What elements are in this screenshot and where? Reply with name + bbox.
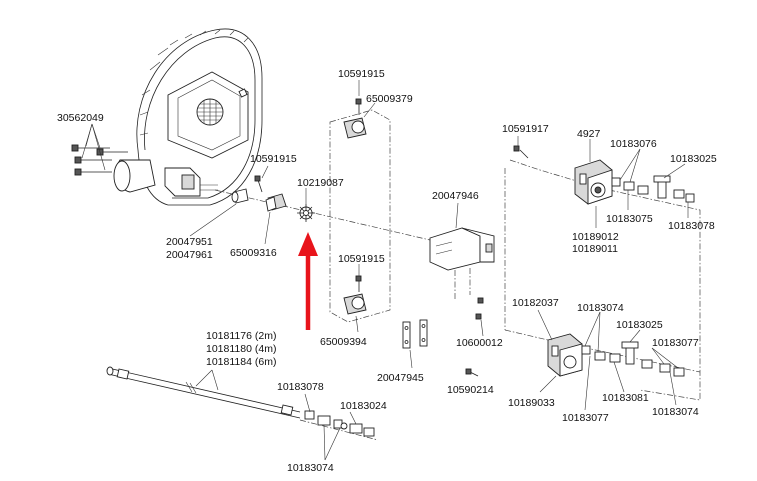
label-10183077-right: 10183077	[652, 337, 699, 349]
label-10181176: 10181176 (2m)	[206, 330, 276, 342]
label-65009394: 65009394	[320, 336, 367, 348]
label-20047961: 20047961	[166, 249, 213, 261]
label-10591915-top: 10591915	[338, 68, 385, 80]
label-10183078-right: 10183078	[668, 220, 715, 232]
hose-assembly	[106, 366, 379, 441]
screw-10590214	[465, 368, 479, 377]
coupling-parts	[214, 175, 431, 241]
label-10183081: 10183081	[602, 392, 649, 404]
label-10181184: 10181184 (6m)	[206, 356, 276, 368]
label-10219087: 10219087	[297, 177, 344, 189]
label-20047951: 20047951	[166, 236, 213, 248]
label-10189012: 10189012	[572, 231, 619, 243]
label-10183025-mid: 10183025	[616, 319, 663, 331]
label-20047945: 20047945	[377, 372, 424, 384]
screws-10600012	[475, 297, 484, 337]
plates-20047945	[402, 319, 428, 349]
label-10183025-top: 10183025	[670, 153, 717, 165]
label-10600012: 10600012	[456, 337, 503, 349]
label-20047946: 20047946	[432, 190, 479, 202]
label-30562049: 30562049	[57, 112, 104, 124]
part-labels: 30562049 10591915 65009379 10591915 1021…	[57, 68, 717, 474]
label-10183076: 10183076	[610, 138, 657, 150]
label-10183074-mid: 10183074	[577, 302, 624, 314]
lower-pump-assembly	[504, 329, 701, 377]
screw-set-30562049	[71, 123, 128, 176]
red-up-arrow-icon	[298, 232, 318, 330]
label-4927: 4927	[577, 128, 601, 140]
coupling-bracket-frame	[329, 98, 391, 323]
label-10181180: 10181180 (4m)	[206, 343, 276, 355]
label-10591915-left: 10591915	[250, 153, 297, 165]
label-10591917: 10591917	[502, 123, 549, 135]
blower-housing	[113, 28, 263, 206]
label-10183078-low: 10183078	[277, 381, 324, 393]
label-10183075: 10183075	[606, 213, 653, 225]
label-65009316: 65009316	[230, 247, 277, 259]
label-65009379: 65009379	[366, 93, 413, 105]
label-10183024: 10183024	[340, 400, 387, 412]
label-10590214: 10590214	[447, 384, 494, 396]
label-10189011: 10189011	[572, 243, 618, 255]
label-10182037: 10182037	[512, 297, 559, 309]
label-10183074-bottom: 10183074	[287, 462, 334, 474]
upper-pump-assembly	[504, 145, 701, 401]
label-10189033: 10189033	[508, 397, 555, 409]
mounting-bracket-20047946	[429, 227, 495, 300]
label-10183077-low: 10183077	[562, 412, 609, 424]
leader-lines	[189, 80, 689, 461]
label-10591915-mid: 10591915	[338, 253, 385, 265]
label-10183074-low: 10183074	[652, 406, 699, 418]
